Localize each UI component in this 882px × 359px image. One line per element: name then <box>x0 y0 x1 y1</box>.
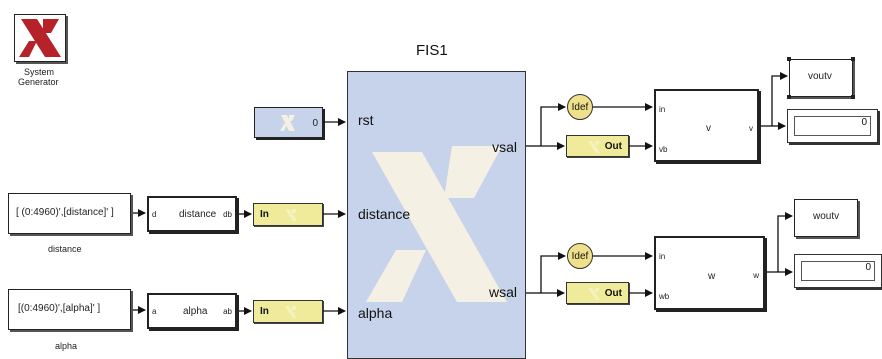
distance-sub-out-port: db <box>223 210 232 219</box>
voutv-to-workspace-block[interactable]: voutv <box>787 57 855 99</box>
v-sub-out-port: v <box>749 124 753 133</box>
distance-source-expr: [ (0:4960)',[distance]' ] <box>16 207 114 218</box>
v-display-value: 0 <box>794 116 871 136</box>
gateway-out-v-label: Out <box>604 141 622 152</box>
fis-title: FIS1 <box>416 42 448 59</box>
v-sub-vb-port: vb <box>659 145 668 154</box>
distance-sub-in-port: d <box>152 210 157 219</box>
selection-handle[interactable] <box>851 57 855 61</box>
xilinx-logo-icon <box>588 141 600 153</box>
gateway-out-w-block[interactable]: Out <box>566 282 629 304</box>
v-sub-in-port: in <box>659 105 666 114</box>
alpha-sub-name: alpha <box>183 306 208 317</box>
selection-handle[interactable] <box>787 95 791 99</box>
w-display-block[interactable]: 0 <box>794 254 882 288</box>
system-generator-label-line1: System <box>24 67 55 77</box>
xilinx-logo-icon <box>285 306 297 318</box>
gateway-out-v-block[interactable]: Out <box>566 135 629 157</box>
selection-handle[interactable] <box>851 95 855 99</box>
wire-vsal-idef <box>540 103 566 146</box>
gateway-out-w-label: Out <box>604 288 622 299</box>
idef-v-block[interactable]: Idef <box>567 94 593 120</box>
xilinx-watermark-icon <box>366 146 507 302</box>
wire-v-ws <box>771 72 788 126</box>
selection-handle[interactable] <box>787 57 791 61</box>
fis1-block[interactable]: rst distance alpha vsal wsal <box>347 71 526 359</box>
alpha-source-expr: [(0:4960)',[alpha]' ] <box>18 303 101 314</box>
v-display-block[interactable]: 0 <box>787 109 878 143</box>
distance-source-label: distance <box>48 244 82 254</box>
fis-input-distance: distance <box>358 206 411 222</box>
rst-constant-block[interactable]: 0 <box>254 107 323 138</box>
alpha-sub-in-port: a <box>152 307 157 316</box>
woutv-label: woutv <box>813 211 840 222</box>
system-generator-label-line2: Generator <box>18 77 59 87</box>
gateway-in-distance-block[interactable]: In <box>253 203 323 226</box>
gateway-in-distance-label: In <box>260 209 269 220</box>
wire-w-ws <box>777 212 793 272</box>
xilinx-logo-icon <box>19 19 61 57</box>
alpha-sub-out-port: ab <box>223 307 232 316</box>
system-generator-block[interactable]: System Generator <box>10 14 76 94</box>
w-sub-out-port: w <box>753 271 759 280</box>
fis-output-wsal: wsal <box>488 284 517 300</box>
v-subsystem-block[interactable]: in vb v v <box>654 89 759 162</box>
xilinx-logo-icon <box>280 115 295 131</box>
wire-wsal-idef <box>540 252 566 293</box>
fis-output-vsal: vsal <box>492 139 517 155</box>
idef-w-block[interactable]: Idef <box>567 243 593 269</box>
w-display-value: 0 <box>801 261 875 281</box>
system-generator-icon-frame <box>14 14 66 62</box>
distance-sub-name: distance <box>179 209 217 220</box>
rst-constant-value: 0 <box>312 118 318 129</box>
alpha-source-block[interactable]: [(0:4960)',[alpha]' ] <box>8 289 131 330</box>
distance-source-block[interactable]: [ (0:4960)',[distance]' ] <box>8 193 131 234</box>
w-sub-name: w <box>708 271 716 282</box>
gateway-in-alpha-label: In <box>260 306 269 317</box>
w-sub-in-port: in <box>659 252 666 261</box>
alpha-source-label: alpha <box>55 341 78 351</box>
alpha-subsystem-block[interactable]: a alpha ab <box>147 293 237 329</box>
xilinx-logo-icon <box>285 209 297 221</box>
w-subsystem-block[interactable]: in wb w w <box>654 236 765 310</box>
v-sub-name: v <box>706 123 711 134</box>
w-sub-wb-port: wb <box>659 292 670 301</box>
distance-subsystem-block[interactable]: d distance db <box>147 196 237 232</box>
woutv-to-workspace-block[interactable]: woutv <box>794 199 858 237</box>
fis-input-rst: rst <box>358 112 374 128</box>
gateway-in-alpha-block[interactable]: In <box>253 300 323 323</box>
xilinx-logo-icon <box>588 288 600 300</box>
fis-input-alpha: alpha <box>358 305 393 321</box>
voutv-label: voutv <box>808 71 832 82</box>
